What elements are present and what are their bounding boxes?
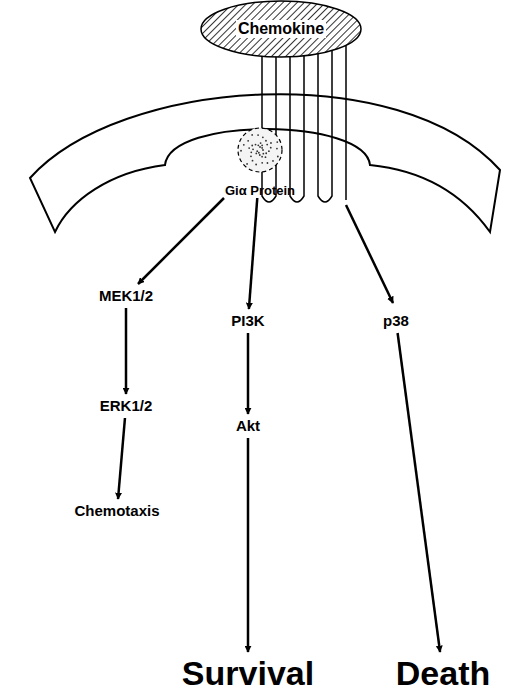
pathway-arrow <box>125 308 128 394</box>
ligand-ellipse: Chemokine <box>200 0 362 58</box>
node-text: p38 <box>383 313 409 330</box>
node-text: Survival <box>182 655 314 692</box>
outcome-label: Survival <box>158 652 338 696</box>
pathway-label: PI3K <box>215 309 281 333</box>
pathway-label: Akt <box>220 414 276 438</box>
pathway-label: ERK1/2 <box>80 394 172 418</box>
receptor-symbol <box>262 40 346 202</box>
node-text: Chemokine <box>236 20 326 38</box>
pathway-arrow <box>138 198 224 284</box>
receptor-arrow <box>346 205 393 303</box>
node-text: Death <box>396 655 490 692</box>
node-text: ERK1/2 <box>100 398 153 415</box>
pathway-label: p38 <box>368 309 424 333</box>
node-text: PI3K <box>231 313 264 330</box>
node-text: MEK1/2 <box>99 288 153 305</box>
pathway-arrow <box>118 418 125 499</box>
node-text: Akt <box>236 418 260 435</box>
pathway-arrow <box>249 198 257 309</box>
outcome-label: Chemotaxis <box>55 499 179 523</box>
outcome-label: Death <box>378 652 508 696</box>
node-text: Giα Protein <box>225 184 295 198</box>
pathway-arrow <box>247 438 250 652</box>
pathway-arrow <box>247 333 250 414</box>
node-text: Chemotaxis <box>74 503 159 520</box>
pathway-arrow <box>398 333 440 652</box>
pathway-label: MEK1/2 <box>80 284 172 308</box>
cell-membrane <box>30 94 500 232</box>
g-protein-circle: Giα Protein <box>210 126 310 198</box>
